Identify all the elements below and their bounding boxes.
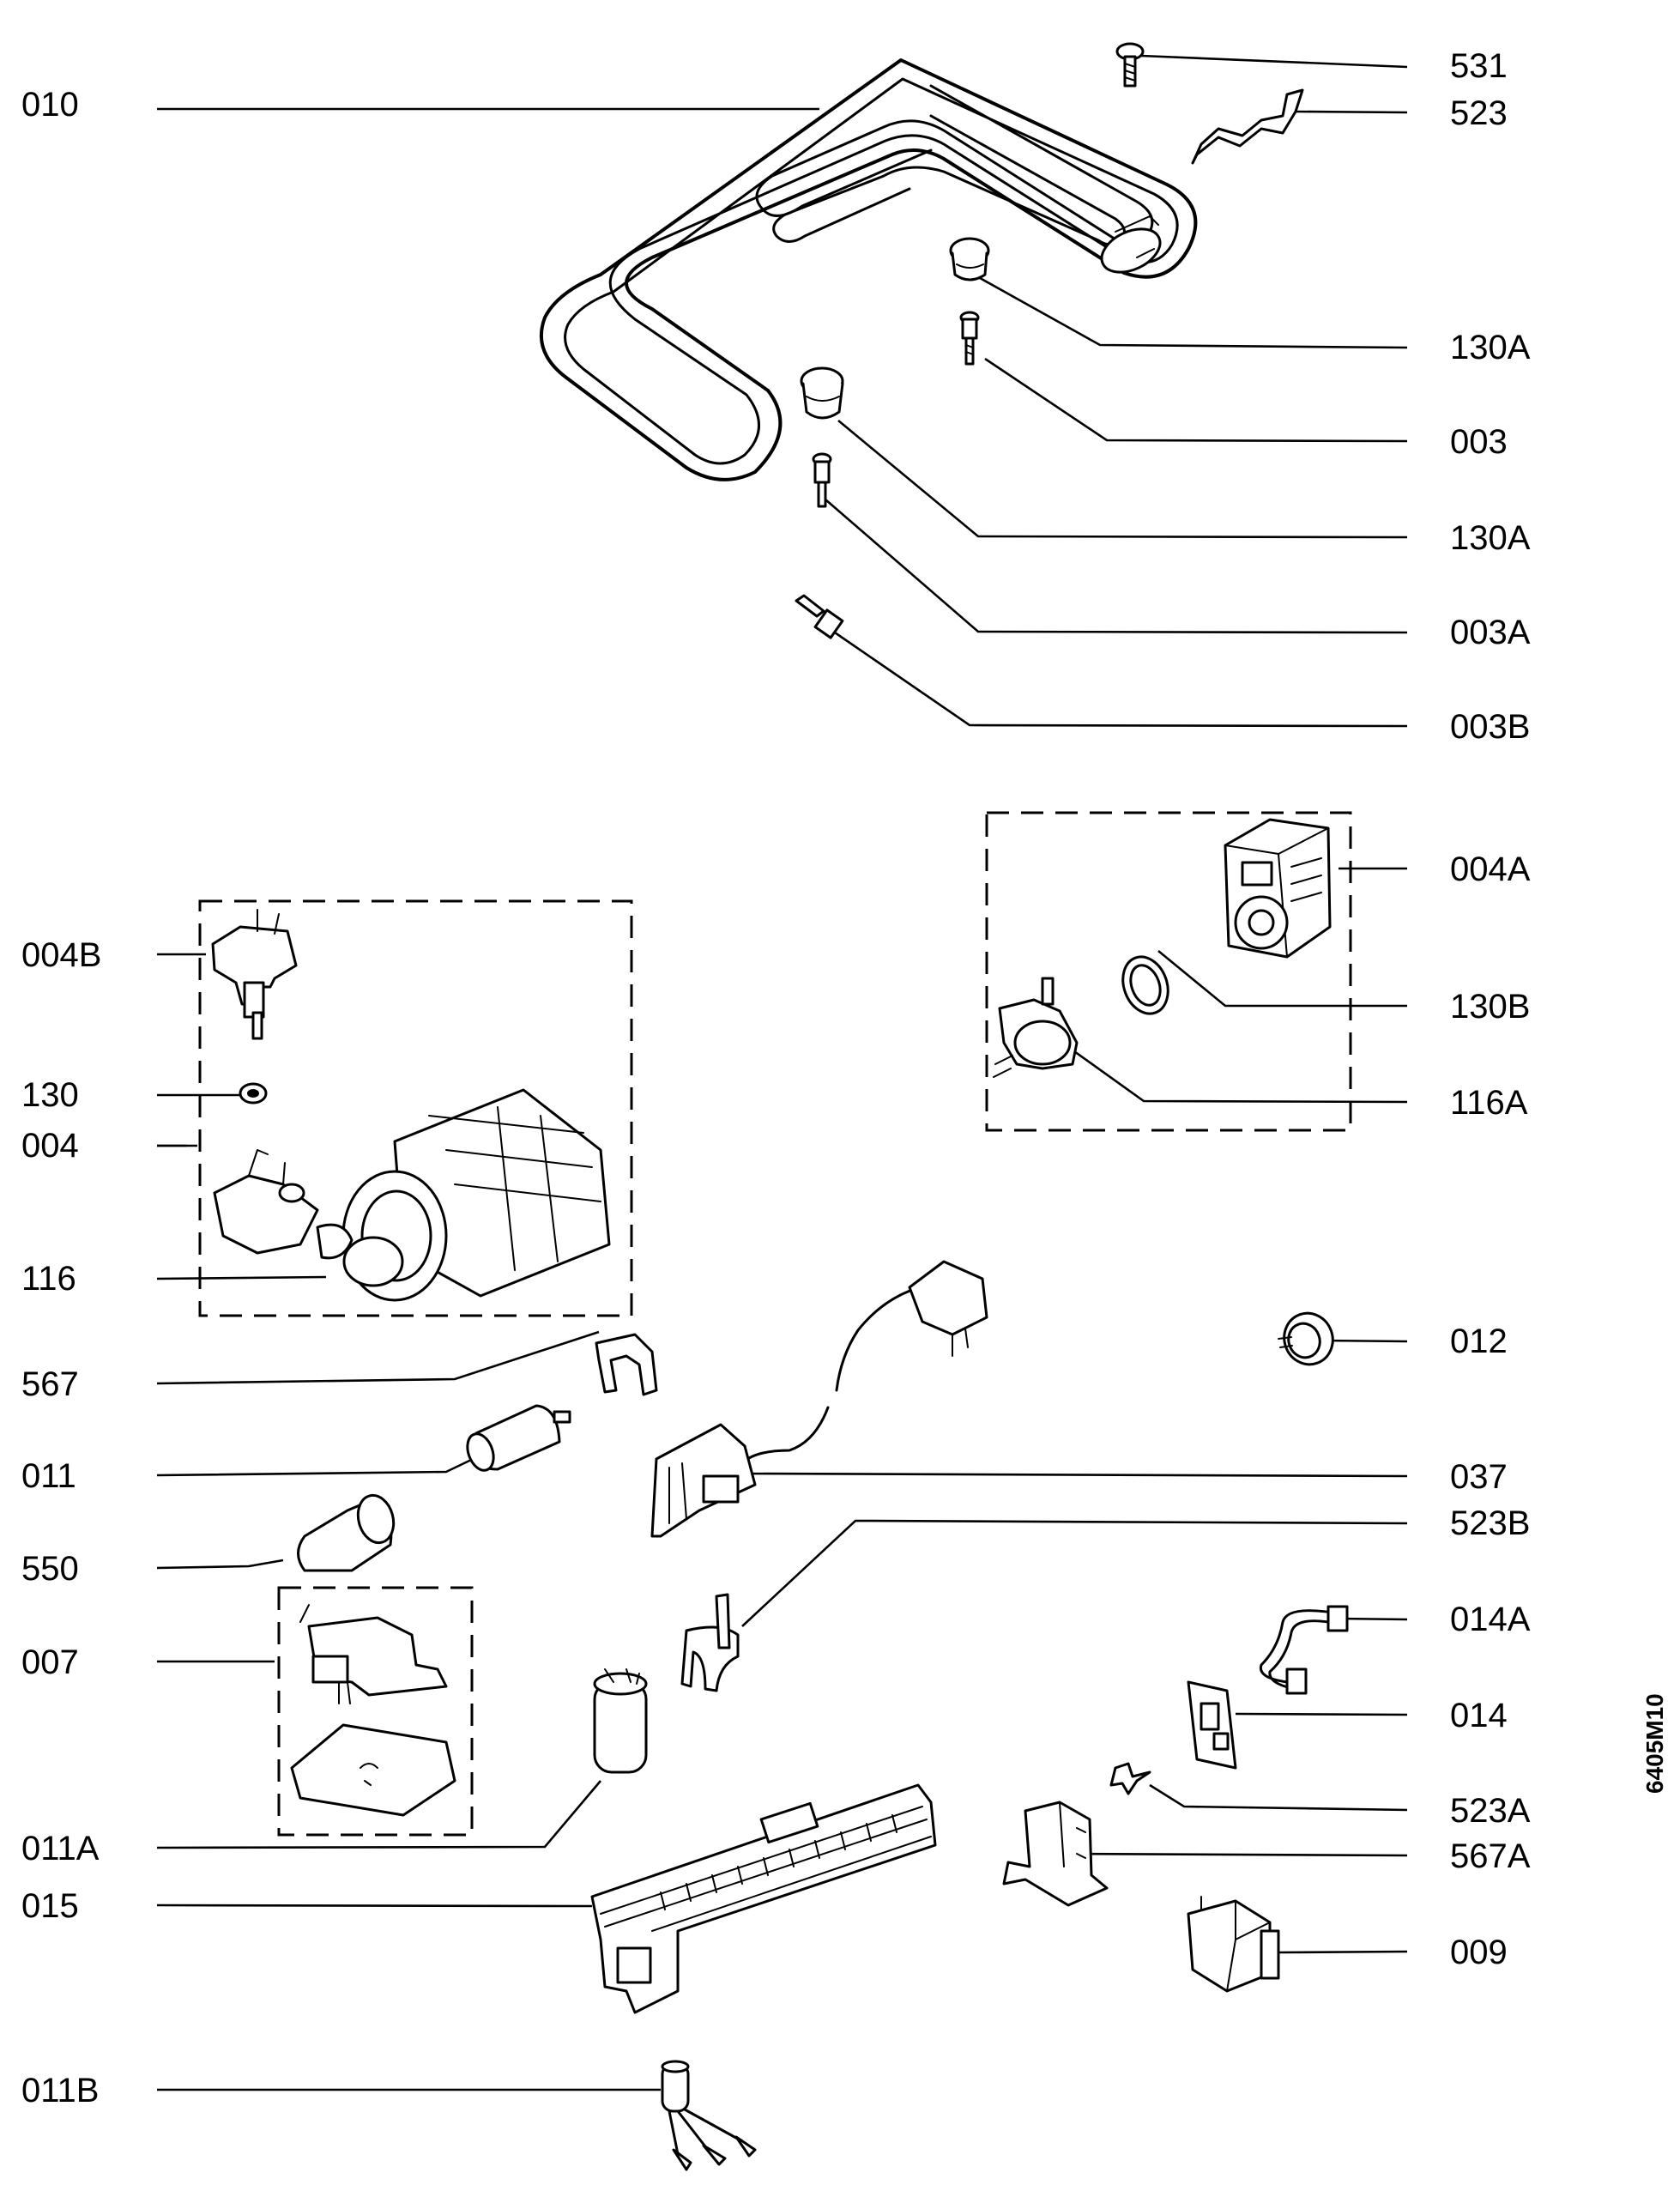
part-label-004: 004	[21, 1127, 79, 1165]
part-label-037: 037	[1450, 1458, 1508, 1496]
pump-motor-004A	[1224, 818, 1332, 959]
part-label-003B: 003B	[1450, 708, 1530, 746]
part-label-567A: 567A	[1450, 1837, 1531, 1875]
lamp-550	[297, 1493, 396, 1572]
part-label-130A-lower: 130A	[1450, 519, 1531, 557]
part-label-523A: 523A	[1450, 1792, 1531, 1830]
part-label-531: 531	[1450, 47, 1508, 85]
part-label-014A: 014A	[1450, 1601, 1531, 1638]
washer-130	[239, 1082, 268, 1105]
part-label-009: 009	[1450, 1934, 1508, 1971]
switch-003B	[795, 594, 844, 639]
bracket-567A	[1002, 1801, 1109, 1907]
mains-cable-037	[650, 1260, 988, 1538]
pump-motor-004	[213, 1088, 611, 1302]
part-label-003A: 003A	[1450, 614, 1531, 651]
pressure-switch-004B	[211, 909, 298, 1040]
sensor-003	[959, 311, 980, 366]
switch-box-007	[290, 1604, 456, 1817]
programmer-015	[590, 1783, 937, 2014]
thermostat-012	[1278, 1311, 1334, 1366]
clip-567	[595, 1333, 658, 1396]
bracket-523	[1191, 88, 1304, 165]
part-label-012: 012	[1450, 1322, 1508, 1360]
part-label-130A-upper: 130A	[1450, 329, 1531, 366]
part-label-015: 015	[21, 1887, 79, 1925]
screw-531	[1115, 42, 1145, 88]
part-label-130: 130	[21, 1076, 79, 1114]
clip-523A	[1109, 1762, 1151, 1795]
assembly-boxes	[198, 811, 1352, 1837]
seal-ring-130B	[1121, 955, 1169, 1015]
part-label-116: 116	[21, 1260, 76, 1298]
relay-009	[1187, 1896, 1280, 1993]
capacitor-011A	[593, 1668, 648, 1774]
heater-pump-116A	[993, 977, 1079, 1078]
assembly-box-004A	[985, 811, 1352, 1132]
part-label-014: 014	[1450, 1697, 1508, 1734]
part-label-130B: 130B	[1450, 988, 1530, 1026]
drawing-code: 6405M10	[1641, 1693, 1668, 1794]
part-label-011A: 011A	[21, 1830, 100, 1867]
sensor-003A	[812, 452, 832, 508]
part-label-007: 007	[21, 1643, 79, 1681]
circuit-board-014	[1187, 1680, 1237, 1770]
assembly-box-007	[277, 1586, 474, 1837]
part-label-004B: 004B	[21, 936, 101, 974]
part-label-010: 010	[21, 86, 79, 124]
grommet-130A-upper	[949, 237, 990, 281]
assembly-box-004	[198, 899, 633, 1317]
part-label-011: 011	[21, 1457, 76, 1495]
part-labels: 010 531 523 130A 003 130A 003A 003B 004A…	[21, 47, 1531, 2109]
part-label-004A: 004A	[1450, 850, 1531, 888]
part-label-567: 567	[21, 1365, 79, 1403]
part-label-116A: 116A	[1450, 1084, 1528, 1122]
part-label-550: 550	[21, 1550, 79, 1588]
wire-harness-014A	[1259, 1605, 1349, 1695]
part-label-523: 523	[1450, 94, 1508, 132]
part-label-003: 003	[1450, 423, 1508, 461]
part-label-523B: 523B	[1450, 1504, 1530, 1542]
capacitor-011	[466, 1404, 571, 1472]
holder-523B	[680, 1593, 740, 1692]
heating-element-010	[539, 58, 1198, 481]
grommet-130A-lower	[800, 366, 844, 420]
part-label-011B: 011B	[21, 2072, 99, 2109]
capacitor-011B	[661, 2060, 757, 2171]
